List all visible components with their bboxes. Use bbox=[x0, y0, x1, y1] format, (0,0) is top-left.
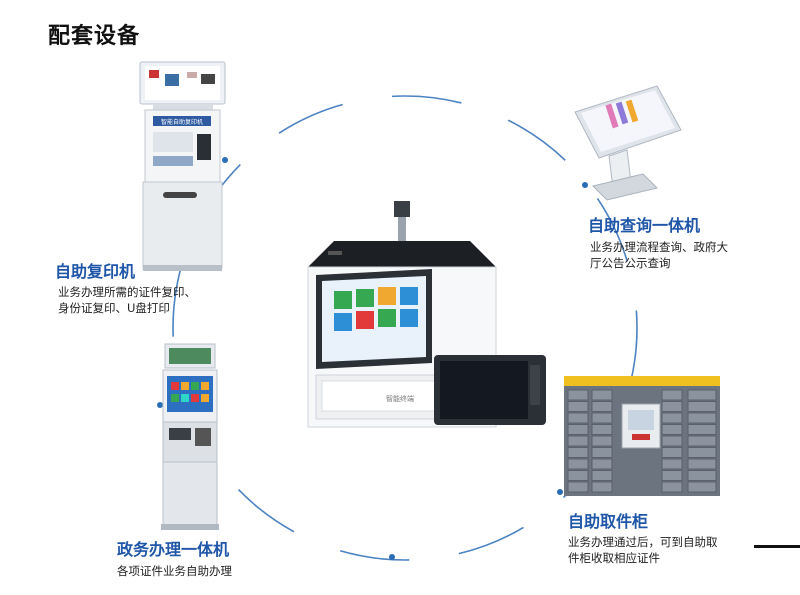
decorative-dash bbox=[754, 545, 800, 548]
ring-dot bbox=[557, 489, 563, 495]
locker-compartment bbox=[567, 389, 589, 401]
copier-desc: 业务办理所需的证件复印、 身份证复印、U盘打印 bbox=[58, 285, 196, 315]
locker-compartments bbox=[567, 389, 717, 493]
locker-compartment bbox=[591, 424, 613, 435]
locker-compartment bbox=[687, 412, 717, 424]
locker-compartment bbox=[687, 401, 717, 412]
locker-compartment bbox=[591, 401, 613, 412]
locker-compartment bbox=[567, 412, 589, 424]
query-desc: 业务办理流程查询、政府大 厅公告公示查询 bbox=[590, 240, 728, 270]
locker-compartment bbox=[567, 481, 589, 493]
locker-compartment bbox=[687, 389, 717, 401]
page-title: 配套设备 bbox=[48, 24, 141, 49]
locker-compartment bbox=[567, 470, 589, 481]
locker-desc: 业务办理通过后，可到自助取 件柜收取相应证件 bbox=[568, 535, 718, 565]
locker-compartment bbox=[567, 435, 589, 447]
center-device: 智能终端 bbox=[307, 201, 546, 428]
ring-dot bbox=[157, 402, 163, 408]
locker-compartment bbox=[661, 424, 683, 435]
locker-compartment bbox=[591, 447, 613, 458]
locker-compartment bbox=[567, 401, 589, 412]
locker-compartment bbox=[591, 435, 613, 447]
copier-device: 智能自助复印机 bbox=[139, 61, 226, 271]
locker-compartment bbox=[591, 389, 613, 401]
locker-compartment bbox=[591, 470, 613, 481]
query-title: 自助查询一体机 bbox=[588, 216, 701, 235]
locker-compartment bbox=[687, 458, 717, 470]
locker-compartment bbox=[661, 412, 683, 424]
locker-compartment bbox=[687, 447, 717, 458]
locker-compartment bbox=[661, 458, 683, 470]
gov-kiosk-device bbox=[161, 343, 219, 530]
gov-title: 政务办理一体机 bbox=[117, 540, 230, 559]
copier-title: 自助复印机 bbox=[55, 262, 136, 281]
locker-compartment bbox=[687, 470, 717, 481]
locker-device bbox=[564, 376, 720, 496]
locker-compartment bbox=[591, 458, 613, 470]
locker-compartment bbox=[567, 458, 589, 470]
locker-compartment bbox=[661, 435, 683, 447]
locker-compartment bbox=[661, 470, 683, 481]
locker-compartment bbox=[591, 412, 613, 424]
locker-compartment bbox=[591, 481, 613, 493]
locker-compartment bbox=[567, 447, 589, 458]
locker-compartment bbox=[687, 424, 717, 435]
ring-dot bbox=[389, 554, 395, 560]
center-brand-text: 智能终端 bbox=[386, 394, 414, 403]
ring-dot bbox=[222, 157, 228, 163]
locker-compartment bbox=[661, 389, 683, 401]
locker-compartment bbox=[567, 424, 589, 435]
locker-compartment bbox=[661, 401, 683, 412]
locker-compartment bbox=[661, 447, 683, 458]
locker-compartment bbox=[661, 481, 683, 493]
query-kiosk-device bbox=[574, 85, 682, 201]
gov-desc: 各项证件业务自助办理 bbox=[117, 564, 232, 578]
locker-title: 自助取件柜 bbox=[568, 512, 649, 531]
copier-screen-label: 智能自助复印机 bbox=[161, 118, 203, 126]
locker-compartment bbox=[687, 481, 717, 493]
locker-compartment bbox=[687, 435, 717, 447]
ring-dot bbox=[582, 182, 588, 188]
